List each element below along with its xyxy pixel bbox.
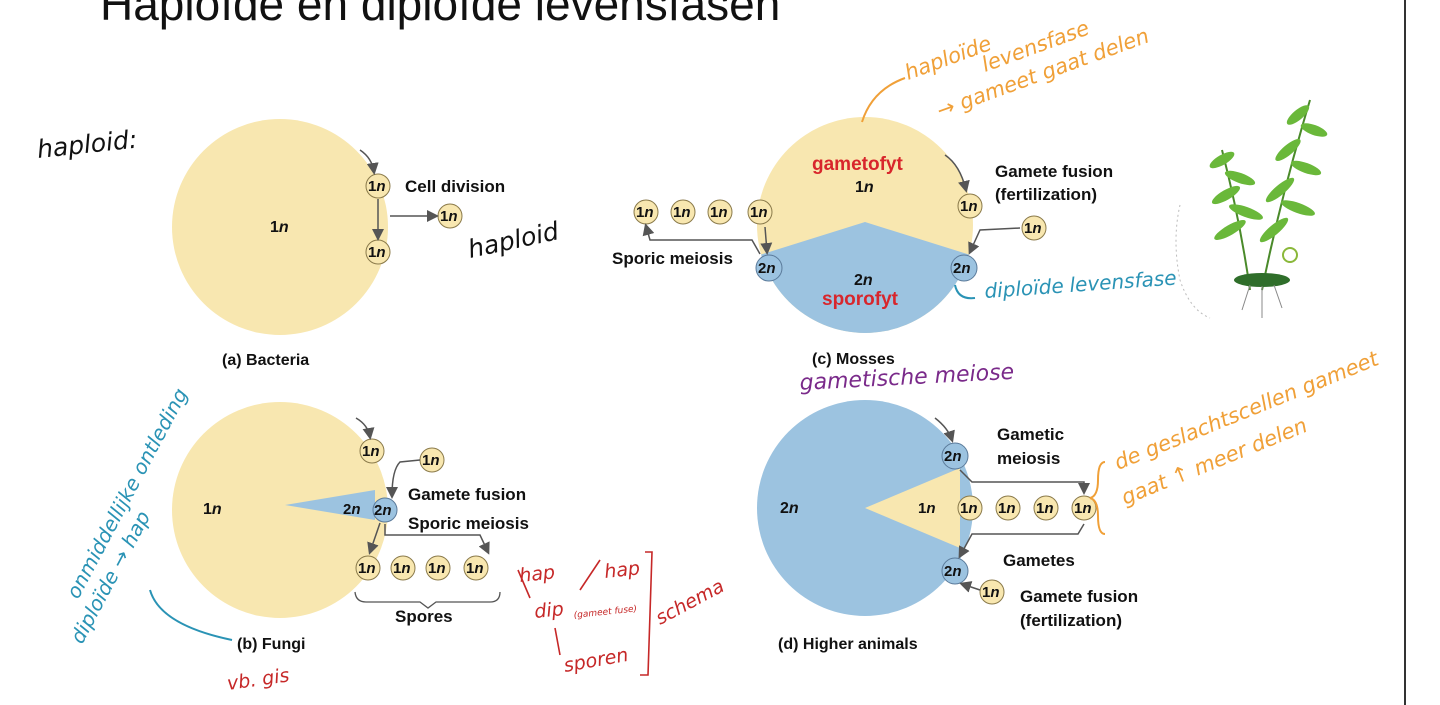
mosses-gamete-right: 1n	[957, 193, 983, 219]
mosses-spores-row: 1n 1n 1n 1n	[633, 199, 773, 225]
mosses-top-ploidy: 1n	[855, 179, 874, 196]
svg-text:1n: 1n	[982, 584, 1000, 601]
fungi-body-ploidy: 1n	[203, 501, 222, 518]
animals-haploid-wedge	[865, 468, 960, 548]
svg-text:1n: 1n	[1024, 220, 1042, 237]
bacteria-daughter-cell-top: 1n	[365, 173, 391, 199]
animals-fertilization-label: (fertilization)	[1020, 611, 1122, 630]
spores-brace	[354, 591, 501, 609]
mosses-caption: (c) Mosses	[812, 351, 895, 368]
fungi-spores-row: 1n 1n 1n 1n	[355, 555, 489, 581]
annotation-haploid-word: haploid	[465, 216, 561, 264]
mosses-sporic-meiosis-label: Sporic meiosis	[612, 249, 733, 268]
bacteria-body-ploidy: 1n	[270, 219, 289, 236]
mosses-bottom-ploidy: 2n	[854, 272, 873, 289]
animals-zygote: 2n	[941, 557, 969, 585]
animals-gamete-fusion-label: Gamete fusion	[1020, 587, 1138, 606]
fungi-sporic-meiosis-label: Sporic meiosis	[408, 514, 529, 533]
svg-text:schema: schema	[652, 575, 728, 629]
slide-title: Haploïde en diploïde levensfasen	[100, 0, 780, 30]
fungi-zygote: 2n	[372, 497, 398, 523]
svg-text:(gameet fuse): (gameet fuse)	[573, 604, 637, 621]
svg-text:1n: 1n	[440, 208, 458, 225]
annotation-haploid-note: haploid:	[36, 125, 139, 164]
mosses-sporophyte-cell: 2n	[755, 254, 783, 282]
svg-text:1n: 1n	[750, 204, 768, 221]
svg-text:dip: dip	[533, 598, 565, 623]
gametophyte-label: gametofyt	[812, 154, 903, 175]
fungi-gamete-top: 1n	[359, 438, 385, 464]
mosses-gamete-fusion-label: Gamete fusion	[995, 162, 1113, 181]
svg-text:1n: 1n	[998, 500, 1016, 517]
svg-text:1n: 1n	[368, 244, 386, 261]
animals-body-ploidy: 2n	[780, 500, 799, 517]
svg-text:hap: hap	[518, 561, 556, 587]
bacteria-daughter-cell-bottom: 1n	[365, 239, 391, 265]
svg-text:1n: 1n	[960, 500, 978, 517]
fungi-cell-body	[172, 402, 388, 618]
svg-text:1n: 1n	[1036, 500, 1054, 517]
mosses-gamete-incoming: 1n	[1021, 215, 1047, 241]
animals-gamete-incoming: 1n	[979, 579, 1005, 605]
svg-text:1n: 1n	[368, 178, 386, 195]
svg-text:2n: 2n	[944, 563, 962, 580]
panel-animals: 2n 1n 2n 2n 1n 1n 1n 1n 1n Gametic meios…	[757, 400, 1138, 653]
gametic-label: Gametic	[997, 425, 1064, 444]
fungi-caption: (b) Fungi	[237, 636, 305, 653]
mosses-sporophyte-region	[757, 222, 973, 333]
annotation-schema: hap hap dip (gameet fuse) sporen schema	[517, 551, 728, 677]
fungi-gamete-incoming: 1n	[419, 447, 445, 473]
annotation-diploid-pointer	[954, 284, 976, 300]
panel-bacteria: 1n 1n 1n 1n Cell division (a) Bacteria	[172, 119, 505, 369]
animals-caption: (d) Higher animals	[778, 636, 918, 653]
annotation-diploid-phase-line2: levensfase	[1069, 266, 1178, 297]
svg-text:2n: 2n	[374, 502, 392, 519]
fungi-gamete-fusion-label: Gamete fusion	[408, 485, 526, 504]
animals-meiocyte-top: 2n	[941, 442, 969, 470]
svg-text:hap: hap	[603, 557, 641, 583]
bacteria-cell-body	[172, 119, 388, 335]
svg-text:2n: 2n	[944, 448, 962, 465]
svg-text:sporen: sporen	[562, 644, 630, 677]
fern-illustration	[1175, 99, 1328, 319]
animals-gametes-row: 1n 1n 1n 1n	[957, 495, 1097, 521]
svg-text:1n: 1n	[358, 560, 376, 577]
svg-text:2n: 2n	[953, 260, 971, 277]
svg-text:1n: 1n	[960, 198, 978, 215]
animals-wedge-ploidy: 1n	[918, 500, 936, 517]
panel-mosses: gametofyt 1n 2n sporofyt 1n 1n 2n 2n 1n …	[612, 117, 1113, 368]
annotation-fungi-example: vb. gis	[226, 664, 291, 695]
annotation-animals-brace	[1089, 461, 1106, 535]
svg-text:1n: 1n	[673, 204, 691, 221]
panel-fungi: 1n 2n 2n 1n 1n 1n 1n 1n 1n Gamete fusion…	[172, 402, 529, 653]
svg-text:1n: 1n	[636, 204, 654, 221]
svg-text:1n: 1n	[362, 443, 380, 460]
spores-label: Spores	[395, 607, 453, 626]
annotation-diploid-phase-line1: diploïde	[984, 274, 1065, 303]
bacteria-released-cell: 1n	[437, 203, 463, 229]
meiosis-label: meiosis	[997, 449, 1060, 468]
mosses-fertilization-label: (fertilization)	[995, 185, 1097, 204]
annotation-fungi-pointer	[149, 589, 233, 641]
svg-text:1n: 1n	[393, 560, 411, 577]
svg-text:1n: 1n	[428, 560, 446, 577]
svg-text:1n: 1n	[710, 204, 728, 221]
gametes-label: Gametes	[1003, 551, 1075, 570]
svg-text:1n: 1n	[1074, 500, 1092, 517]
fungi-wedge-ploidy: 2n	[343, 501, 361, 518]
mosses-zygote: 2n	[950, 254, 978, 282]
svg-text:1n: 1n	[466, 560, 484, 577]
bacteria-caption: (a) Bacteria	[222, 352, 309, 369]
fungi-diploid-wedge	[285, 490, 375, 520]
sporophyte-label: sporofyt	[822, 289, 899, 310]
svg-text:2n: 2n	[758, 260, 776, 277]
annotation-haploid-phase-pointer	[861, 77, 906, 123]
svg-text:1n: 1n	[422, 452, 440, 469]
cell-division-label: Cell division	[405, 177, 505, 196]
